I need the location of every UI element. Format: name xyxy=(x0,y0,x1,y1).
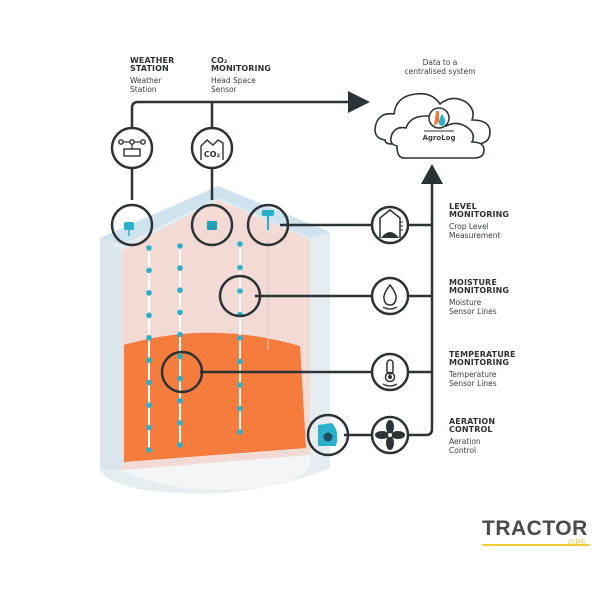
sensor-node xyxy=(146,424,152,431)
co2-title-2: MONITORING xyxy=(211,64,272,73)
sensor-node xyxy=(177,309,183,316)
sensor-node xyxy=(237,264,243,271)
sensor-node xyxy=(146,312,152,319)
sensor-node xyxy=(237,405,243,412)
sensor-node xyxy=(237,429,243,435)
sensor-node xyxy=(177,331,183,338)
tractor-gps-logo: TRACTOR GPS xyxy=(482,517,592,551)
sensor-node xyxy=(146,379,152,386)
sensor-node xyxy=(146,357,152,364)
co2-title-1: CO₂ xyxy=(211,56,228,65)
logo-gps: GPS xyxy=(567,539,586,549)
arrow-right-icon xyxy=(348,91,370,113)
logo-underline xyxy=(482,544,590,546)
sensor-node xyxy=(146,267,152,274)
weather-station-icon xyxy=(110,126,154,170)
agrolog-brand: AgroLog xyxy=(422,134,456,142)
sensor-node xyxy=(177,442,183,448)
agrolog-logo-icon xyxy=(424,107,454,132)
co2-icon: CO₂ xyxy=(190,126,234,170)
sensor-node xyxy=(237,288,243,294)
sensor-node xyxy=(177,243,183,249)
grain-fill xyxy=(124,332,306,462)
level-icon xyxy=(370,205,410,245)
arrow-up-icon xyxy=(421,164,443,184)
sensor-node xyxy=(177,265,183,271)
svg-text:CO₂: CO₂ xyxy=(204,150,221,159)
sensor-node xyxy=(146,290,152,296)
sensor-node xyxy=(177,287,183,294)
logo-word: TRACTOR xyxy=(482,517,588,540)
sensor-highlight-circles xyxy=(110,203,350,457)
silo xyxy=(100,186,330,494)
sensor-node xyxy=(177,420,183,426)
weather-title-1: WEATHER xyxy=(130,56,175,65)
sensor-node xyxy=(177,375,183,382)
sensor-node xyxy=(237,335,243,341)
sensor-node xyxy=(237,358,243,365)
sensor-node xyxy=(146,245,152,251)
cloud-icon xyxy=(374,92,491,159)
fan-icon xyxy=(370,415,410,455)
sensor-node xyxy=(177,397,183,404)
sensor-node xyxy=(146,402,152,408)
top-sensor-icons xyxy=(124,210,338,446)
sensor-node xyxy=(177,353,183,360)
thermometer-icon xyxy=(370,352,410,392)
sensor-node xyxy=(237,241,243,247)
moisture-icon xyxy=(370,276,410,316)
sensor-node xyxy=(146,447,152,453)
sensor-node xyxy=(237,382,243,388)
sensor-node xyxy=(146,334,152,341)
weather-title-2: STATION xyxy=(130,64,169,73)
